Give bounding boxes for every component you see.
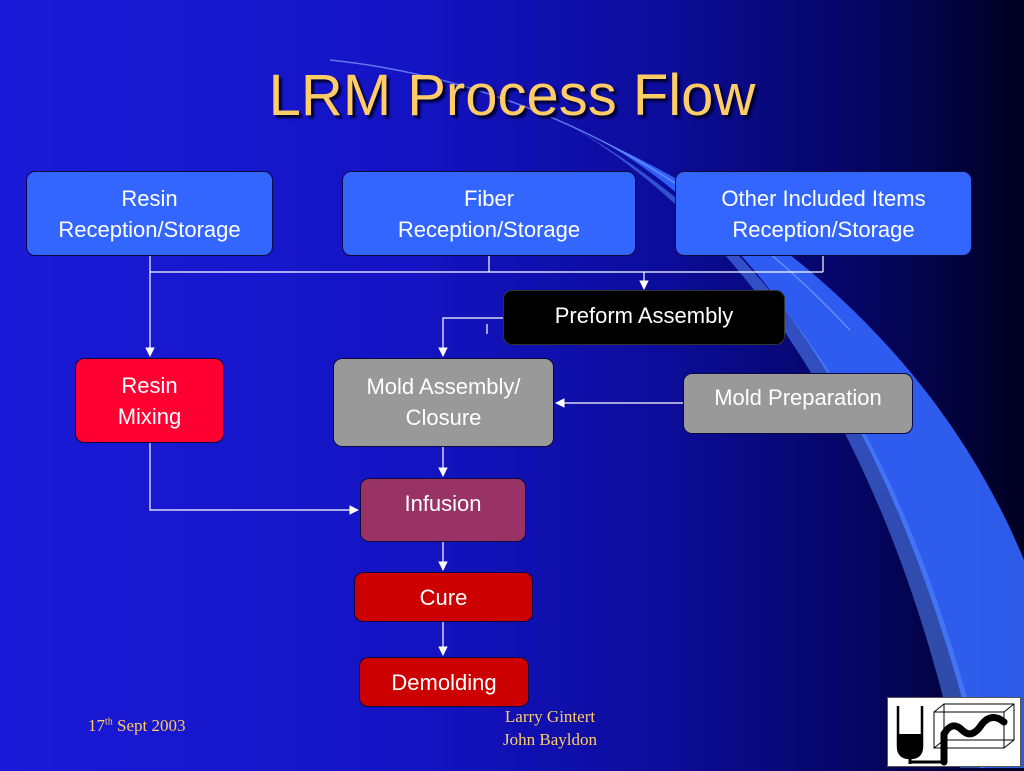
node-other-reception-line2: Reception/Storage bbox=[732, 216, 915, 242]
node-cure: Cure bbox=[354, 572, 533, 622]
node-preform-assembly-label: Preform Assembly bbox=[554, 303, 734, 328]
node-other-reception: Other Included Items Reception/Storage bbox=[675, 171, 972, 256]
node-infusion: Infusion bbox=[360, 478, 526, 542]
node-other-reception-line1: Other Included Items bbox=[721, 185, 926, 211]
node-mold-assembly-line1: Mold Assembly/ bbox=[366, 374, 521, 399]
connector-reception-bus bbox=[149, 256, 823, 273]
footer-date-suffix: th bbox=[105, 716, 113, 728]
footer-author-2: John Bayldon bbox=[503, 730, 597, 749]
arrow-preform-to-mold-assembly bbox=[438, 317, 503, 357]
node-mold-assembly-line2: Closure bbox=[405, 405, 482, 430]
footer-author-1: Larry Gintert bbox=[504, 707, 596, 726]
node-mold-assembly: Mold Assembly/ Closure bbox=[333, 358, 554, 447]
node-cure-label: Cure bbox=[419, 584, 468, 610]
node-resin-mixing: Resin Mixing bbox=[75, 358, 224, 443]
footer-date: 17th Sept 2003 bbox=[88, 716, 186, 736]
node-preform-assembly: Preform Assembly bbox=[503, 290, 785, 345]
footer-authors: Larry Gintert John Bayldon bbox=[470, 705, 630, 751]
node-resin-mixing-line2: Mixing bbox=[117, 403, 182, 429]
node-resin-reception: Resin Reception/Storage bbox=[26, 171, 273, 256]
lrm-logo-graphic bbox=[896, 703, 1015, 766]
node-fiber-reception-line1: Fiber bbox=[463, 185, 515, 211]
node-fiber-reception-line2: Reception/Storage bbox=[397, 216, 581, 242]
footer-date-rest: Sept 2003 bbox=[112, 716, 186, 735]
node-resin-mixing-line1: Resin bbox=[121, 372, 178, 398]
node-resin-reception-line2: Reception/Storage bbox=[58, 216, 241, 242]
node-mold-preparation-label: Mold Preparation bbox=[714, 385, 882, 410]
node-infusion-label: Infusion bbox=[404, 491, 482, 516]
node-fiber-reception: Fiber Reception/Storage bbox=[342, 171, 636, 256]
node-demolding-label: Demolding bbox=[391, 669, 497, 695]
node-mold-preparation: Mold Preparation bbox=[683, 373, 913, 434]
node-demolding: Demolding bbox=[359, 657, 529, 707]
lrm-logo-icon bbox=[887, 697, 1021, 767]
arrow-resin-mixing-to-infusion bbox=[149, 442, 359, 515]
page-title: LRM Process Flow bbox=[268, 63, 756, 128]
node-resin-reception-line1: Resin bbox=[121, 185, 178, 211]
background-arc-line bbox=[329, 59, 851, 331]
footer-date-day: 17 bbox=[88, 716, 105, 735]
